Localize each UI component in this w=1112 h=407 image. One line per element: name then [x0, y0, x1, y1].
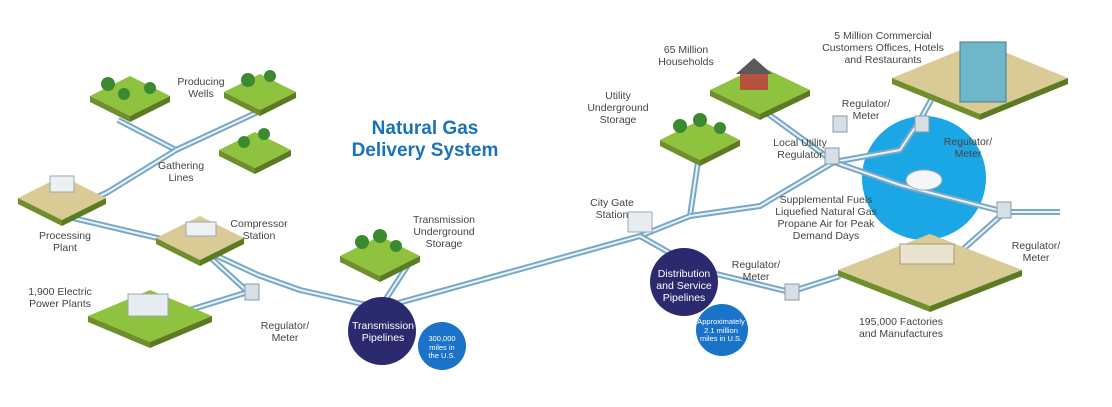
office-tower — [959, 41, 1007, 103]
distribution-miles-bubble — [696, 304, 748, 356]
transmission-pipelines-bubble — [348, 297, 416, 365]
tree-ustorage-1 — [673, 119, 687, 133]
tile-transmission-storage-side-left — [340, 256, 380, 282]
tile-compressor-station — [156, 216, 244, 266]
label-city-gate-station: City Gate Station — [590, 197, 634, 221]
label-transmission-underground-storage: Transmission Underground Storage — [412, 214, 476, 250]
tile-commercial-side-right — [980, 78, 1068, 120]
house-wall — [740, 72, 768, 90]
distribution-miles-label: Approximately 2.1 million miles in U.S. — [697, 317, 745, 343]
label-processing-plant: Processing Plant — [39, 230, 91, 254]
electric-plant-building — [127, 293, 169, 317]
tile-processing-plant-side-left — [18, 198, 62, 226]
tile-producing-wells-side-left — [90, 96, 130, 122]
tile-processing-plant-side-right — [62, 198, 106, 226]
tile-utility-storage-side-left — [660, 140, 700, 166]
regulator-box-right — [996, 201, 1012, 219]
tile-wells-2-side-left — [224, 92, 260, 116]
transmission-pipelines-label: Transmission Pipelines — [351, 320, 415, 344]
tile-processing-plant — [18, 176, 106, 226]
label-producing-wells: Producing Wells — [177, 76, 225, 100]
label-commercial-customers: 5 Million Commercial Customers Offices, … — [822, 30, 944, 66]
label-compressor-station: Compressor Station — [230, 218, 288, 242]
label-supplemental-fuels: Supplemental Fuels Liquefied Natural Gas… — [775, 194, 877, 242]
label-factories: 195,000 Factories and Manufactures — [858, 316, 944, 340]
tile-compressor-station-side-left — [156, 238, 200, 266]
tile-wells-3 — [219, 132, 291, 174]
tile-electric-plants-side-left — [88, 316, 150, 348]
pipeline-14-core — [959, 211, 1006, 253]
tile-wells-3-side-left — [219, 150, 255, 174]
tile-producing-wells-side-right — [130, 96, 170, 122]
tree-tstorage-2 — [373, 229, 387, 243]
tree-ustorage-2 — [693, 113, 707, 127]
tile-wells-3-top — [219, 132, 291, 168]
tile-factories-side-left — [838, 270, 930, 312]
tree-ustorage-3 — [714, 122, 726, 134]
tile-utility-storage-side-right — [700, 140, 740, 166]
city-gate-station-building — [627, 211, 653, 233]
tile-wells-3-side-right — [255, 150, 291, 174]
tile-factories — [838, 234, 1022, 312]
label-households: 65 Million Households — [658, 44, 714, 68]
house-roof — [736, 58, 772, 74]
regulator-box-mid — [784, 283, 800, 301]
tree-wells-7 — [258, 128, 270, 140]
pipeline-10-core — [833, 161, 901, 186]
distribution-pipelines-bubble — [650, 248, 718, 316]
regulator-box-right-top — [914, 115, 930, 133]
tile-factories-side-right — [930, 270, 1022, 312]
tree-wells-2 — [118, 88, 130, 100]
compressor-station-building — [185, 221, 217, 237]
tree-wells-1 — [101, 77, 115, 91]
label-utility-underground-storage: Utility Underground Storage — [587, 90, 649, 126]
label-electric-power-plants: 1,900 Electric Power Plants — [28, 286, 92, 310]
tree-wells-3 — [144, 82, 156, 94]
tile-households-side-right — [760, 90, 810, 120]
tile-electric-plants-side-right — [150, 316, 212, 348]
processing-plant-building — [49, 175, 75, 193]
tile-compressor-station-side-right — [200, 238, 244, 266]
label-regulator-meter-right-top: Regulator/ Meter — [943, 136, 993, 160]
transmission-miles-label: 300,000 miles in the U.S. — [428, 334, 456, 360]
tree-wells-6 — [238, 136, 250, 148]
label-gathering-lines: Gathering Lines — [157, 160, 205, 184]
local-utility-regulator-box — [824, 147, 840, 165]
factory-building — [899, 243, 955, 265]
tree-wells-5 — [264, 70, 276, 82]
tree-tstorage-1 — [355, 235, 369, 249]
label-regulator-meter-left: Regulator/ Meter — [260, 320, 310, 344]
tree-wells-4 — [241, 73, 255, 87]
distribution-pipelines-label: Distribution and Service Pipelines — [656, 268, 712, 304]
transmission-miles-bubble — [418, 322, 466, 370]
tile-households-side-left — [710, 90, 760, 120]
diagram-title: Natural Gas Delivery System — [351, 118, 499, 161]
pipeline-9-core — [833, 83, 941, 163]
tree-tstorage-3 — [390, 240, 402, 252]
label-local-utility-regulator: Local Utility Regulator — [773, 137, 827, 161]
pipeline-8-core — [689, 107, 835, 217]
tile-wells-2-side-right — [260, 92, 296, 116]
tile-transmission-storage-side-right — [380, 256, 420, 282]
label-regulator-meter-right: Regulator/ Meter — [1011, 240, 1061, 264]
label-regulator-meter-mid: Regulator/ Meter — [731, 259, 781, 283]
tile-commercial-side-left — [892, 78, 980, 120]
regulator-box-left — [244, 283, 260, 301]
label-regulator-meter-top: Regulator/ Meter — [841, 98, 891, 122]
pipeline-4-core — [257, 235, 641, 309]
lng-tank — [905, 169, 943, 191]
regulator-box-top — [832, 115, 848, 133]
